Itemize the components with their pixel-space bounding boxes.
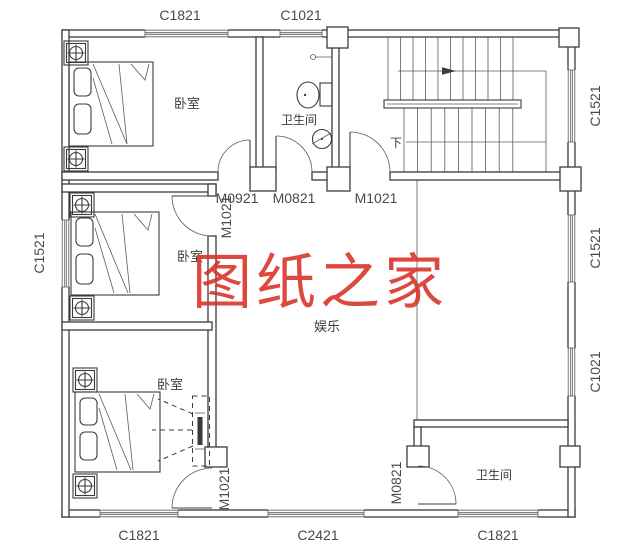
nightstand-icon <box>72 367 98 393</box>
door-m0921-bedroom1 <box>217 139 251 173</box>
door-label-stair-hall: M1021 <box>355 190 398 206</box>
room-label-bedroom3: 卧室 <box>157 377 183 392</box>
stairs-down-label: 下 <box>390 136 402 150</box>
wall-columns <box>204 26 582 468</box>
floor-drain-icon <box>311 128 333 150</box>
window-c1821-bottom-right <box>457 509 539 518</box>
labels: C1821 C1021 C1821 C2421 C1821 C1521 C152… <box>31 7 603 543</box>
window-label-bottom-right: C1821 <box>477 527 518 543</box>
window-c1821-bottom-left <box>99 509 179 518</box>
window-c1521-right-top <box>567 69 576 143</box>
nightstand-icon <box>69 295 95 321</box>
bed-icon-bedroom3 <box>74 391 161 473</box>
window-label-right-low: C1021 <box>587 351 603 392</box>
door-m0821-bathroom-bottom <box>417 465 457 505</box>
window-c2421-bottom <box>267 509 365 518</box>
window-label-top-left: C1821 <box>159 7 200 23</box>
doors <box>171 131 457 509</box>
door-m1021-bedroom2 <box>171 195 213 237</box>
bed-icon-bedroom2 <box>70 211 160 296</box>
door-label-bedroom3: M1021 <box>216 467 232 510</box>
stair-up-arrow-icon <box>398 67 546 75</box>
nightstand-icon <box>72 473 98 499</box>
window-label-left: C1521 <box>31 232 47 273</box>
door-label-bedroom2: M1021 <box>218 195 234 238</box>
room-label-entertainment: 娱乐 <box>314 319 340 334</box>
window-label-right-top: C1521 <box>587 85 603 126</box>
room-label-bathroom-bottom: 卫生间 <box>476 468 512 482</box>
door-m1021-bedroom3 <box>171 467 213 509</box>
door-label-bathroom-top: M0821 <box>273 190 316 206</box>
windows <box>61 29 576 518</box>
watermark-text: 图纸之家 <box>192 248 448 318</box>
window-c1521-right-mid <box>567 214 576 283</box>
window-label-bottom-mid: C2421 <box>297 527 338 543</box>
room-label-bathroom-top: 卫生间 <box>281 113 317 127</box>
door-m1021-stair-hall <box>349 131 391 173</box>
door-m0821-bathroom-top <box>275 135 313 173</box>
window-label-top-mid: C1021 <box>280 7 321 23</box>
nightstand-icon <box>69 192 95 218</box>
window-c1821-top <box>144 29 229 38</box>
room-label-bedroom1: 卧室 <box>174 96 200 111</box>
bed-icon-bedroom1 <box>68 61 154 147</box>
staircase <box>383 37 547 172</box>
door-label-bathroom-bottom: M0821 <box>388 461 404 504</box>
window-label-right-mid: C1521 <box>587 227 603 268</box>
room-label-bedroom2: 卧室 <box>177 249 203 264</box>
window-c1521-left <box>61 219 70 288</box>
window-c1021-right <box>567 347 576 397</box>
tv-icon <box>152 395 210 467</box>
window-label-bottom-left: C1821 <box>118 527 159 543</box>
fixtures <box>63 40 333 499</box>
interior-walls <box>61 36 569 449</box>
door-label-bedroom1: M0921 <box>216 190 259 206</box>
window-c1021-top <box>279 29 323 38</box>
toilet-icon <box>296 54 333 109</box>
